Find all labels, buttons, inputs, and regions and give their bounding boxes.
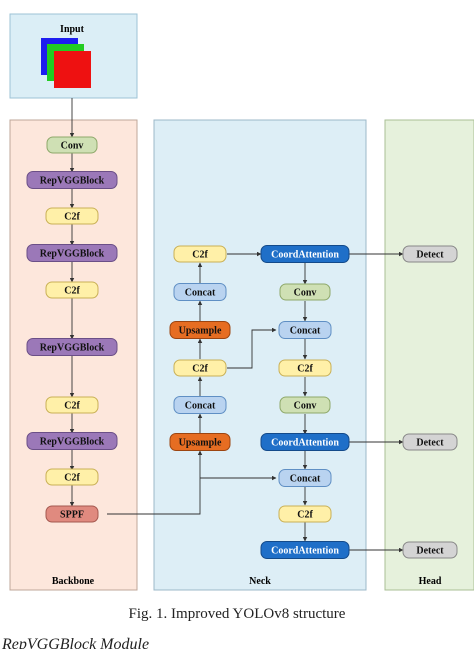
neck-label: Neck — [249, 576, 271, 587]
node-box — [26, 338, 118, 356]
node-box — [402, 433, 458, 451]
node-b-rep1: RepVGGBlock — [26, 171, 118, 189]
node-label: RepVGGBlock — [40, 437, 105, 448]
node-label: RepVGGBlock — [40, 343, 105, 354]
node-n-upsample2: Upsample — [169, 433, 231, 451]
node-n-coord3: CoordAttention — [260, 541, 350, 559]
node-n-coord2: CoordAttention — [260, 433, 350, 451]
node-box — [45, 396, 99, 414]
node-box — [278, 359, 332, 377]
connectors — [69, 98, 404, 553]
node-box — [278, 469, 332, 487]
node-b-conv: Conv — [46, 136, 98, 154]
node-box — [402, 541, 458, 559]
node-label: C2f — [64, 473, 80, 484]
node-h-detect1: Detect — [402, 245, 458, 263]
node-box — [279, 283, 331, 301]
node-n-upsample1: Upsample — [169, 321, 231, 339]
node-box — [173, 283, 227, 301]
node-b-rep4: RepVGGBlock — [26, 432, 118, 450]
node-b-rep2: RepVGGBlock — [26, 244, 118, 262]
node-box — [173, 396, 227, 414]
node-label: Concat — [185, 401, 216, 412]
node-box — [278, 321, 332, 339]
node-box — [402, 245, 458, 263]
node-b-c2f4: C2f — [45, 468, 99, 486]
node-box — [45, 207, 99, 225]
node-b-c2f1: C2f — [45, 207, 99, 225]
node-n-coord1: CoordAttention — [260, 245, 350, 263]
node-label: C2f — [297, 364, 313, 375]
node-label: Concat — [185, 288, 216, 299]
node-n-c2f-r1: C2f — [278, 359, 332, 377]
node-label: Concat — [290, 326, 321, 337]
node-label: Conv — [61, 141, 84, 152]
node-label: C2f — [64, 212, 80, 223]
node-label: CoordAttention — [271, 438, 339, 449]
node-label: Detect — [416, 438, 444, 449]
node-n-conv2: Conv — [279, 396, 331, 414]
node-label: Upsample — [179, 326, 222, 337]
node-box — [26, 432, 118, 450]
figure-caption: Fig. 1. Improved YOLOv8 structure — [129, 606, 346, 622]
neck-panel — [153, 119, 367, 591]
node-label: Detect — [416, 546, 444, 557]
node-label: C2f — [64, 401, 80, 412]
node-label: Conv — [294, 288, 317, 299]
head-label: Head — [419, 576, 442, 587]
input-label: Input — [60, 24, 85, 35]
node-label: Concat — [290, 474, 321, 485]
node-label: C2f — [192, 364, 208, 375]
node-n-concat2: Concat — [173, 396, 227, 414]
node-label: CoordAttention — [271, 546, 339, 557]
node-box — [45, 281, 99, 299]
nodes-layer: ConvRepVGGBlockC2fRepVGGBlockC2fRepVGGBl… — [26, 136, 458, 559]
node-label: CoordAttention — [271, 250, 339, 261]
head-panel — [384, 119, 474, 591]
node-label: Detect — [416, 250, 444, 261]
node-n-conv1: Conv — [279, 283, 331, 301]
node-box — [46, 136, 98, 154]
node-n-c2f-mid: C2f — [173, 359, 227, 377]
node-box — [279, 396, 331, 414]
node-n-c2f-top: C2f — [173, 245, 227, 263]
node-box — [260, 245, 350, 263]
node-h-detect2: Detect — [402, 433, 458, 451]
node-box — [45, 505, 99, 523]
node-h-detect3: Detect — [402, 541, 458, 559]
node-box — [278, 505, 332, 523]
node-n-c2f-r2: C2f — [278, 505, 332, 523]
node-b-rep3: RepVGGBlock — [26, 338, 118, 356]
node-label: RepVGGBlock — [40, 249, 105, 260]
node-box — [169, 433, 231, 451]
node-label: C2f — [64, 286, 80, 297]
node-box — [169, 321, 231, 339]
node-b-c2f2: C2f — [45, 281, 99, 299]
node-label: SPPF — [60, 510, 84, 521]
footer-text: RepVGGBlock Module — [1, 636, 149, 649]
node-label: Conv — [294, 401, 317, 412]
node-label: Upsample — [179, 438, 222, 449]
backbone-label: Backbone — [52, 576, 95, 587]
node-box — [260, 433, 350, 451]
node-box — [45, 468, 99, 486]
node-n-concat1: Concat — [173, 283, 227, 301]
node-label: C2f — [297, 510, 313, 521]
node-b-sppf: SPPF — [45, 505, 99, 523]
input-panel: Input — [9, 13, 138, 99]
node-label: RepVGGBlock — [40, 176, 105, 187]
node-b-c2f3: C2f — [45, 396, 99, 414]
node-n-concat4: Concat — [278, 469, 332, 487]
input-image-red-channel — [54, 51, 91, 88]
node-label: C2f — [192, 250, 208, 261]
node-box — [173, 359, 227, 377]
node-box — [26, 171, 118, 189]
node-box — [26, 244, 118, 262]
node-n-concat3: Concat — [278, 321, 332, 339]
node-box — [260, 541, 350, 559]
node-box — [173, 245, 227, 263]
